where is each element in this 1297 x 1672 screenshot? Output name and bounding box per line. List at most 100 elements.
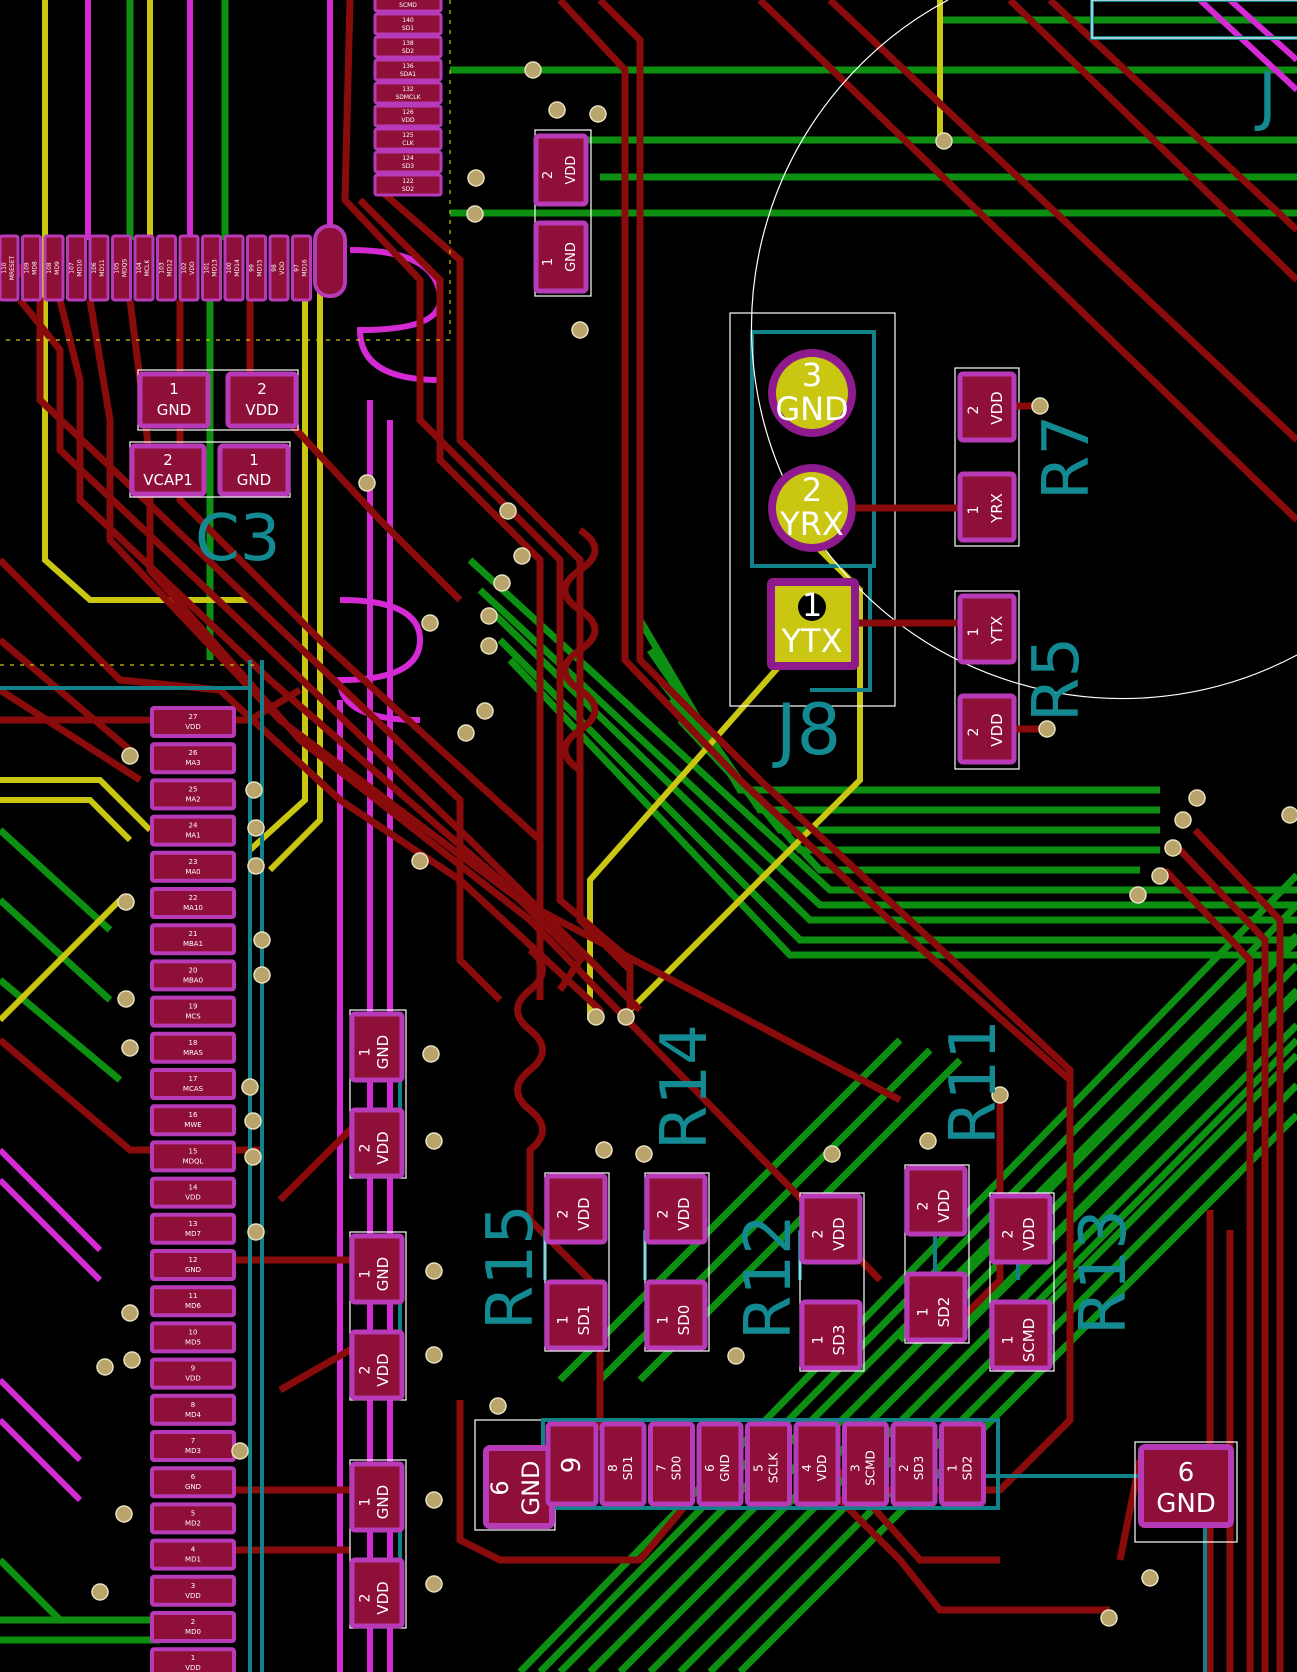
resistor-r5[interactable]: 1 YTX 2 VDD — [957, 593, 1017, 765]
j8-pin-2[interactable]: 2 YRX — [768, 464, 856, 552]
sd-pad-9[interactable]: 9 — [545, 1421, 599, 1507]
j8-pin-1[interactable]: 1 YTX — [767, 578, 859, 670]
pad-net-label: VDD — [185, 1194, 201, 1202]
cap-top-vertical[interactable]: 2 VDD 1 GND — [533, 133, 589, 294]
cap-vcap1[interactable]: 2 VCAP1 1 GND — [129, 443, 291, 497]
via — [247, 819, 265, 837]
sd-shield-left[interactable]: 6 GND — [483, 1445, 555, 1529]
ic-pin-142[interactable]: 142SCMD — [373, 0, 443, 13]
connector-j8[interactable]: 3 GND 2 YRX 1 YTX — [767, 349, 859, 670]
j8-pin-3[interactable]: 3 GND — [768, 349, 856, 437]
resistor-r7[interactable]: 2 VDD 1 YRX — [957, 371, 1017, 543]
pad-net-label: VDD — [815, 1455, 829, 1482]
sd-shield-right[interactable]: 6 GND — [1138, 1444, 1234, 1528]
pad-number: 1 — [249, 451, 259, 469]
cap-top-horizontal-1[interactable]: 1 GND 2 VDD — [137, 371, 299, 429]
